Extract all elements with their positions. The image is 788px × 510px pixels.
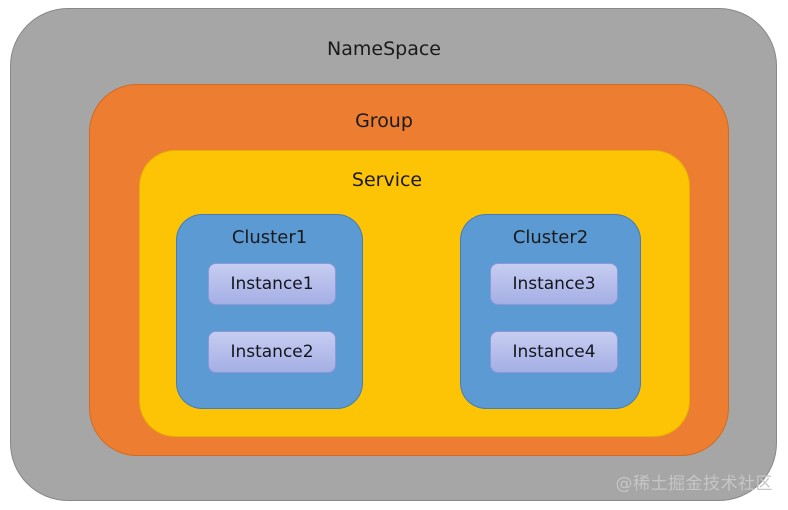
watermark: @稀土掘金技术社区 (615, 474, 773, 494)
group-box: Group Service Cluster1 Instance1 Instanc… (89, 84, 729, 456)
instance3-label: Instance3 (512, 274, 596, 294)
cluster2-label: Cluster2 (512, 227, 589, 248)
group-label: Group (355, 110, 413, 132)
instance1-box: Instance1 (208, 263, 336, 305)
service-box: Service Cluster1 Instance1 Instance2 Clu… (139, 150, 690, 437)
instance4-label: Instance4 (512, 342, 596, 362)
namespace-label: NameSpace (327, 38, 441, 60)
cluster1-label: Cluster1 (231, 227, 308, 248)
instance4-box: Instance4 (490, 331, 618, 373)
instance2-label: Instance2 (230, 342, 314, 362)
service-label: Service (351, 169, 423, 191)
cluster2-box: Cluster2 Instance3 Instance4 (460, 214, 641, 409)
instance3-box: Instance3 (490, 263, 618, 305)
instance2-box: Instance2 (208, 331, 336, 373)
instance1-label: Instance1 (230, 274, 314, 294)
namespace-box: NameSpace Group Service Cluster1 Instanc… (10, 8, 777, 501)
cluster1-box: Cluster1 Instance1 Instance2 (176, 214, 363, 409)
